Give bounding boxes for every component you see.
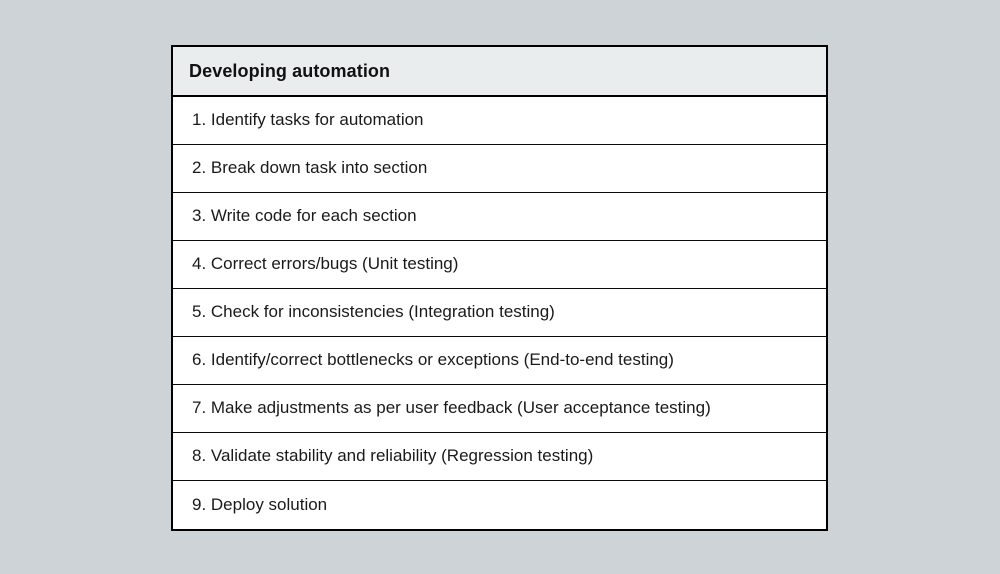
step-label: 8. Validate stability and reliability (R… xyxy=(192,446,594,466)
table-row: 8. Validate stability and reliability (R… xyxy=(173,433,826,481)
table-row: 6. Identify/correct bottlenecks or excep… xyxy=(173,337,826,385)
table-title: Developing automation xyxy=(189,60,391,81)
table-header: Developing automation xyxy=(173,47,826,97)
step-label: 2. Break down task into section xyxy=(192,158,428,178)
step-label: 6. Identify/correct bottlenecks or excep… xyxy=(192,350,674,370)
developing-automation-table: Developing automation 1. Identify tasks … xyxy=(171,45,828,531)
table-row: 9. Deploy solution xyxy=(173,481,826,529)
step-label: 3. Write code for each section xyxy=(192,206,417,226)
step-label: 5. Check for inconsistencies (Integratio… xyxy=(192,302,555,322)
step-label: 1. Identify tasks for automation xyxy=(192,110,424,130)
step-label: 7. Make adjustments as per user feedback… xyxy=(192,398,711,418)
table-row: 2. Break down task into section xyxy=(173,145,826,193)
table-row: 5. Check for inconsistencies (Integratio… xyxy=(173,289,826,337)
step-label: 4. Correct errors/bugs (Unit testing) xyxy=(192,254,459,274)
table-row: 7. Make adjustments as per user feedback… xyxy=(173,385,826,433)
table-row: 1. Identify tasks for automation xyxy=(173,97,826,145)
table-row: 3. Write code for each section xyxy=(173,193,826,241)
step-label: 9. Deploy solution xyxy=(192,494,328,514)
table-row: 4. Correct errors/bugs (Unit testing) xyxy=(173,241,826,289)
